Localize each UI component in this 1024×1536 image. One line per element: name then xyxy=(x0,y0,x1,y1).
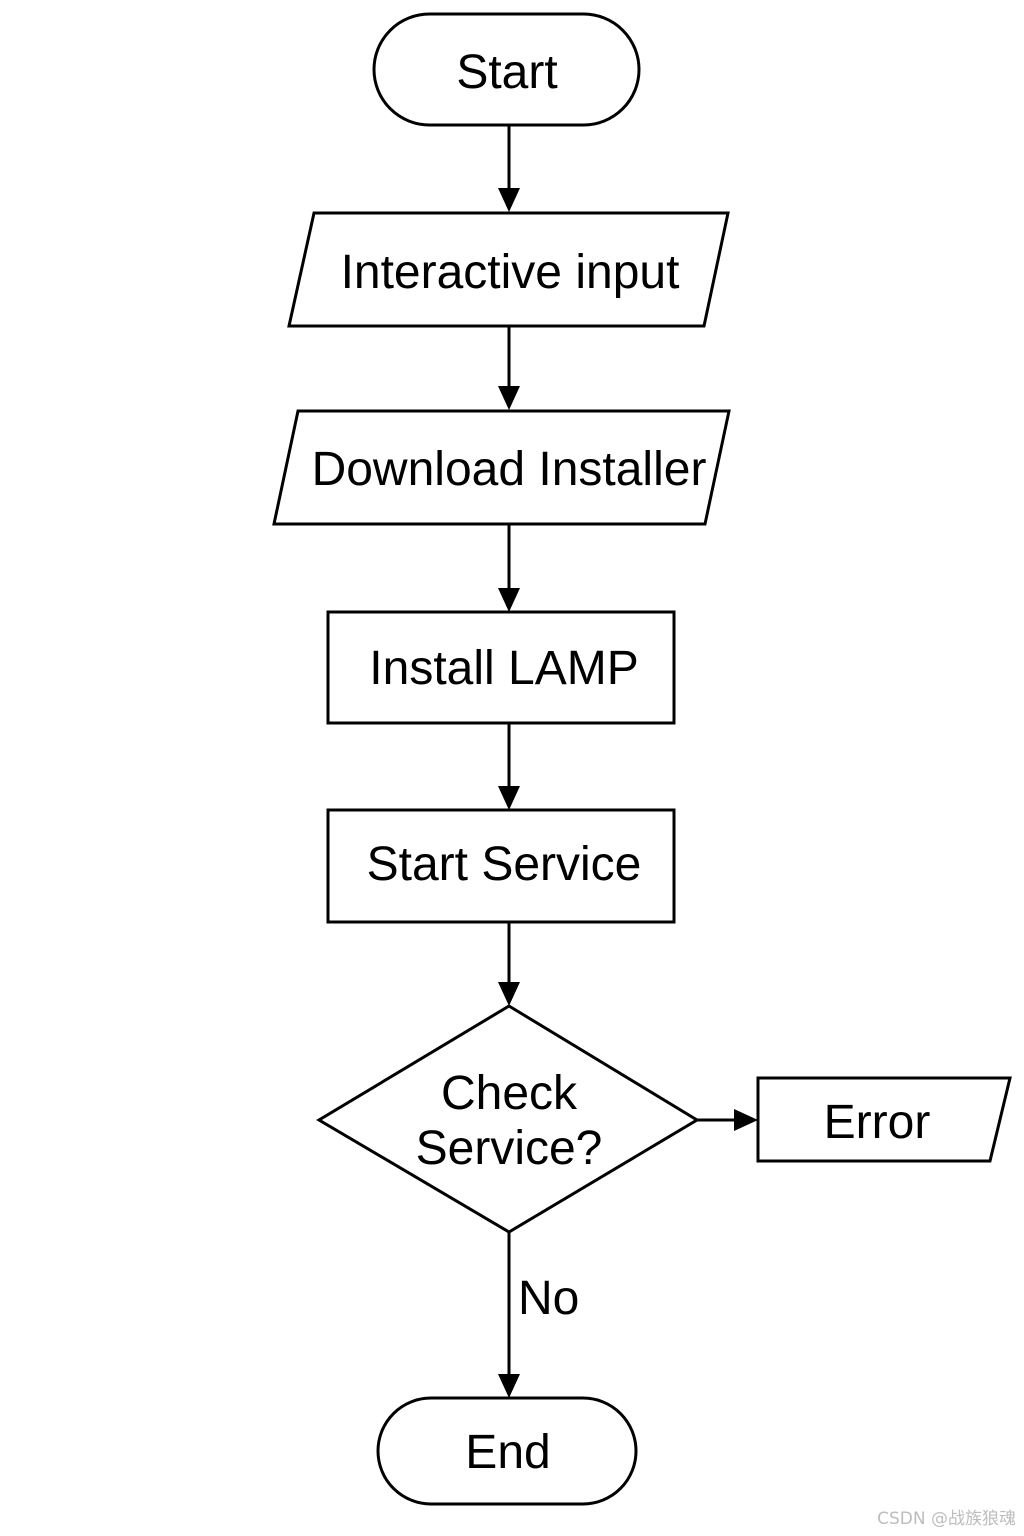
node-install-lamp-label: Install LAMP xyxy=(369,642,638,695)
node-interactive-input-label: Interactive input xyxy=(341,246,680,299)
node-start: Start xyxy=(372,12,641,127)
edge-label-no: No xyxy=(518,1272,579,1325)
terminator-shape xyxy=(372,12,641,127)
arrow-head-icon xyxy=(498,1374,520,1398)
node-error: Error xyxy=(756,1076,1012,1163)
watermark-text: CSDN @战族狼魂 xyxy=(877,1509,1016,1529)
io-shape xyxy=(756,1076,1012,1163)
terminator-shape xyxy=(376,1396,638,1506)
node-end: End xyxy=(376,1396,638,1506)
node-check-service-label-line2: Service? xyxy=(416,1122,603,1175)
node-download-installer-label: Download Installer xyxy=(312,443,707,496)
decision-diamond-shape xyxy=(316,1004,700,1234)
node-install-lamp: Install LAMP xyxy=(326,610,676,725)
edges xyxy=(498,126,758,1398)
node-error-label: Error xyxy=(824,1096,931,1149)
arrow-head-icon xyxy=(498,588,520,612)
arrow-head-icon xyxy=(498,786,520,810)
arrow-head-icon xyxy=(498,386,520,410)
node-download-installer: Download Installer xyxy=(272,409,731,526)
node-interactive-input: Interactive input xyxy=(287,211,730,328)
process-shape xyxy=(326,610,676,725)
node-end-label: End xyxy=(465,1426,550,1479)
node-start-service-label: Start Service xyxy=(367,838,642,891)
io-parallelogram-shape xyxy=(272,409,731,526)
io-parallelogram-shape xyxy=(287,211,730,328)
node-check-service: Check Service? xyxy=(316,1004,700,1234)
node-start-label: Start xyxy=(456,46,557,99)
process-shape xyxy=(326,808,676,924)
node-check-service-label-line1: Check xyxy=(441,1067,578,1120)
arrow-head-icon xyxy=(734,1109,758,1131)
arrow-head-icon xyxy=(498,188,520,212)
node-start-service: Start Service xyxy=(326,808,676,924)
arrow-head-icon xyxy=(498,982,520,1006)
